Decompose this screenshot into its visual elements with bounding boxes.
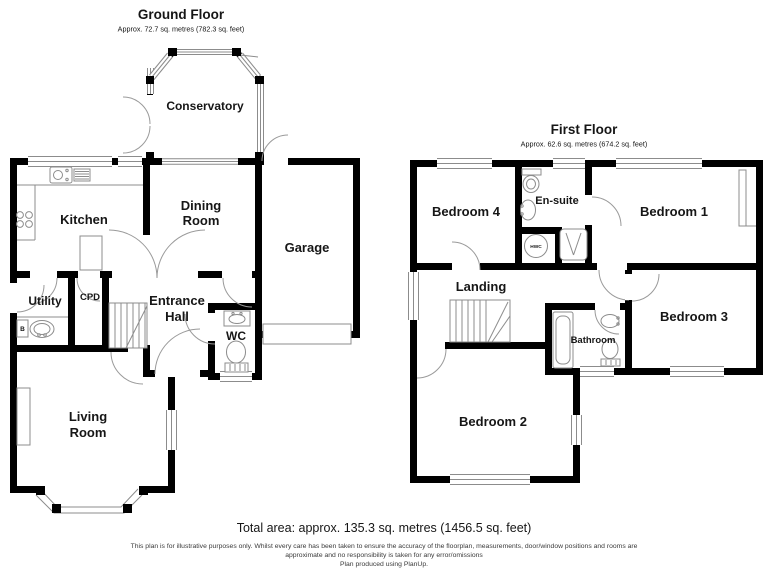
ensuite-sink-icon xyxy=(520,199,536,221)
first-floor-subtitle: Approx. 62.6 sq. metres (674.2 sq. feet) xyxy=(521,140,648,149)
first-floor-title: First Floor xyxy=(551,122,618,137)
boiler-box xyxy=(16,319,29,338)
label-ensuite: En-suite xyxy=(535,195,578,207)
gf-windows xyxy=(28,156,252,514)
label-living-2: Room xyxy=(70,425,107,440)
ff-windows xyxy=(408,158,724,485)
footer: Total area: approx. 135.3 sq. metres (14… xyxy=(131,521,638,568)
disclaimer-line-1: This plan is for illustrative purposes o… xyxy=(131,543,638,550)
disclaimer-line-2: approximate and no responsibility is tak… xyxy=(285,552,483,559)
first-floor-plan: Bedroom 4 En-suite Bedroom 1 Landing HWC… xyxy=(408,158,763,485)
gf-stairs xyxy=(108,302,148,349)
ensuite-toilet-icon xyxy=(521,168,542,193)
gf-fixtures xyxy=(16,166,352,446)
bathroom-tub-icon xyxy=(552,311,574,369)
wc-sink-icon xyxy=(223,310,251,327)
wc-toilet-icon xyxy=(224,340,249,373)
utility-sink-icon xyxy=(17,316,68,338)
label-landing: Landing xyxy=(456,279,507,294)
label-garage: Garage xyxy=(285,240,330,255)
living-room-recess xyxy=(16,387,31,446)
label-hwc: HWC xyxy=(530,244,542,250)
gf-doors xyxy=(8,134,289,385)
ground-floor-subtitle: Approx. 72.7 sq. metres (782.3 sq. feet) xyxy=(118,25,245,34)
ff-stairs xyxy=(449,299,511,343)
label-bedroom1: Bedroom 1 xyxy=(640,204,708,219)
garage-door xyxy=(262,323,352,345)
total-area-text: Total area: approx. 135.3 sq. metres (14… xyxy=(237,521,532,535)
gf-conservatory-structure xyxy=(122,48,264,161)
label-kitchen: Kitchen xyxy=(60,212,108,227)
gf-labels: Conservatory Kitchen Dining Room Garage … xyxy=(20,99,329,440)
ff-doors xyxy=(416,195,660,379)
titles: Ground Floor Approx. 72.7 sq. metres (78… xyxy=(118,7,648,149)
bedroom1-wardrobe xyxy=(738,169,756,227)
label-cpd: CPD xyxy=(80,292,100,303)
ensuite-shower-icon xyxy=(559,228,588,261)
label-conservatory: Conservatory xyxy=(166,99,244,113)
label-boiler: B xyxy=(20,326,25,333)
kitchen-sink-icon xyxy=(49,166,91,184)
label-dining-1: Dining xyxy=(181,198,221,213)
label-bathroom: Bathroom xyxy=(571,335,616,346)
label-hall-1: Entrance xyxy=(149,293,205,308)
label-hall-2: Hall xyxy=(165,309,189,324)
kitchen-unit xyxy=(79,235,103,271)
ground-floor-plan: Conservatory Kitchen Dining Room Garage … xyxy=(8,48,360,514)
label-living-1: Living xyxy=(69,409,107,424)
kitchen-hob-icon xyxy=(16,211,33,228)
label-bedroom4: Bedroom 4 xyxy=(432,204,501,219)
hwc-cylinder-icon xyxy=(524,234,548,258)
label-dining-2: Room xyxy=(183,213,220,228)
bathroom-toilet-icon xyxy=(600,339,621,367)
ground-floor-title: Ground Floor xyxy=(138,7,225,22)
disclaimer-line-3: Plan produced using PlanUp. xyxy=(340,561,428,568)
bathroom-sink-icon xyxy=(600,314,620,328)
label-wc: WC xyxy=(226,329,246,343)
label-utility: Utility xyxy=(28,294,62,308)
ff-labels: Bedroom 4 En-suite Bedroom 1 Landing HWC… xyxy=(432,195,728,429)
label-bedroom3: Bedroom 3 xyxy=(660,309,728,324)
ff-fixtures xyxy=(449,168,756,369)
label-bedroom2: Bedroom 2 xyxy=(459,414,527,429)
